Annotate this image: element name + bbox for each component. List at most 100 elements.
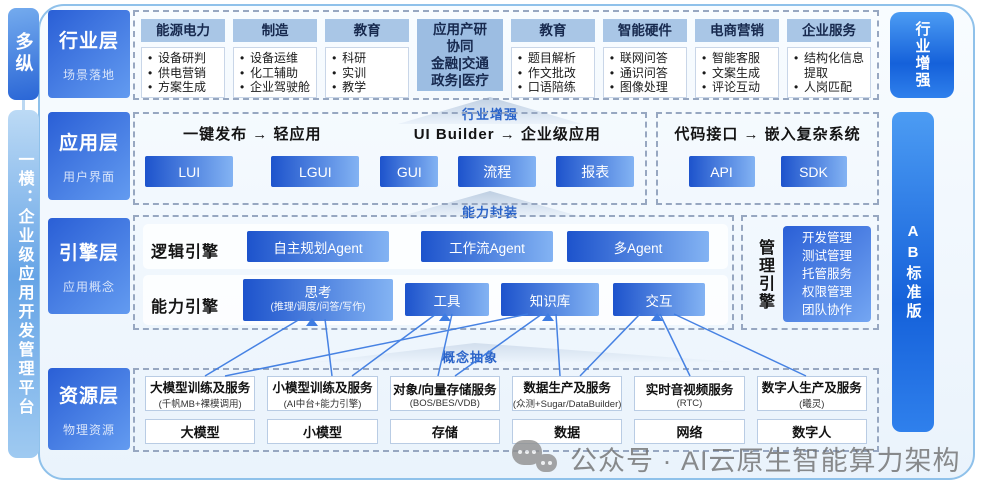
- mgmt-item: 托管服务: [801, 267, 852, 281]
- layer-label-application: 应用层 用户界面: [48, 112, 130, 200]
- industry-column-ecommerce: 电商营销 智能客服 文案生成 评论互动: [694, 19, 779, 98]
- resource-service-box: 小模型训练及服务 (AI中台+能力引擎): [267, 376, 378, 412]
- industry-boost-bar: 行业增强: [890, 12, 954, 98]
- resource-service-box: 数据生产及服务 (众测+Sugar/DataBuilder): [511, 376, 623, 412]
- industry-column-education-2: 教育 题目解析 作文批改 口语陪练: [510, 19, 595, 98]
- workflow-agent-block: 工作流Agent: [421, 231, 553, 262]
- layer-label-engine: 引擎层 应用概念: [48, 218, 130, 314]
- resource-base-box: 存储: [389, 419, 500, 444]
- column-header: 企业服务: [787, 19, 872, 42]
- management-engine-label: 管理引擎: [756, 239, 773, 311]
- rail-connector: [22, 100, 25, 112]
- list-item: 科研: [332, 51, 406, 66]
- api-button: API: [688, 156, 755, 187]
- thinking-sub: (推理/调度/问答/写作): [270, 302, 366, 313]
- resource-column-data: 数据生产及服务 (众测+Sugar/DataBuilder) 数据: [511, 376, 623, 444]
- resource-service-box: 大模型训练及服务 (千帆MB+裸模调用): [145, 376, 256, 412]
- resource-column-network: 实时音视频服务 (RTC) 网络: [634, 376, 745, 444]
- list-item: 作文批改: [518, 66, 592, 81]
- watermark-text: 公众号 · AI云原生智能算力架构: [570, 445, 961, 476]
- resource-title: 对象/向量存储服务: [393, 382, 497, 397]
- section-title: UI Builder → 企业级应用: [413, 126, 601, 143]
- column-header: 教育: [325, 19, 410, 42]
- layer-subtitle: 场景落地: [62, 67, 115, 82]
- left-rail-platform-title: 一横：企业级应用开发管理平台: [8, 110, 39, 458]
- button-row: API SDK: [688, 156, 847, 187]
- resource-subtitle: (曦灵): [799, 399, 825, 411]
- thinking-main: 思考: [304, 285, 332, 300]
- resource-title: 大模型训练及服务: [150, 381, 251, 396]
- management-engine-group: 管理引擎 开发管理 测试管理 托管服务 权限管理 团队协作: [741, 215, 879, 330]
- industry-column-enterprise-services: 企业服务 结构化信息提取 人岗匹配: [787, 19, 872, 98]
- layer-label-industry: 行业层 场景落地: [48, 10, 130, 98]
- list-item: 设备研判: [148, 51, 222, 66]
- layer-title: 引擎层: [58, 242, 119, 264]
- list-item: 化工辅助: [240, 66, 314, 81]
- resource-service-box: 数字人生产及服务 (曦灵): [756, 376, 867, 412]
- industry-column-highlight-app-rnd: 应用产研 协同 金融|交通 政务|医疗: [417, 19, 503, 91]
- resource-subtitle: (RTC): [676, 397, 703, 409]
- industry-column-smart-hardware: 智能硬件 联网问答 通识问答 图像处理: [602, 19, 687, 98]
- list-item: 企业驾驶舱: [240, 80, 314, 95]
- interaction-block: 交互: [613, 283, 705, 316]
- button-row: LUI LGUI: [145, 156, 360, 187]
- mgmt-item: 测试管理: [801, 249, 852, 263]
- list-item: 文案生成: [702, 66, 776, 81]
- resource-column-digital-human: 数字人生产及服务 (曦灵) 数字人: [756, 376, 867, 444]
- management-engine-block: 开发管理 测试管理 托管服务 权限管理 团队协作: [783, 226, 871, 322]
- app-section-one-click-publish: 一键发布 → 轻应用 LUI LGUI: [135, 114, 370, 203]
- mgmt-item: 权限管理: [801, 285, 852, 299]
- resource-title: 实时音视频服务: [645, 382, 734, 397]
- industry-column-manufacturing: 制造 设备运维 化工辅助 企业驾驶舱: [233, 19, 318, 98]
- capability-engine-label: 能力引擎: [151, 299, 220, 316]
- resource-base-box: 大模型: [145, 419, 256, 444]
- app-section-ui-builder: UI Builder → 企业级应用 GUI 流程 报表: [370, 114, 645, 203]
- tools-block: 工具: [405, 283, 489, 316]
- list-item: 智能客服: [702, 51, 776, 66]
- list-item: 评论互动: [702, 80, 776, 95]
- column-items-box: 智能客服 文案生成 评论互动: [694, 47, 779, 98]
- list-item: 方案生成: [148, 80, 222, 95]
- layer-title: 资源层: [58, 385, 119, 407]
- wechat-icon: [512, 438, 560, 478]
- layer-subtitle: 用户界面: [62, 169, 115, 184]
- gui-button: GUI: [380, 156, 439, 187]
- column-items-box: 结构化信息提取 人岗匹配: [787, 47, 872, 98]
- lgui-button: LGUI: [271, 156, 360, 187]
- list-item: 设备运维: [240, 51, 314, 66]
- resource-title: 数字人生产及服务: [761, 381, 862, 396]
- layer-title: 行业层: [58, 30, 119, 52]
- column-header: 电商营销: [694, 19, 779, 42]
- autonomous-planning-agent-block: 自主规划Agent: [247, 231, 389, 262]
- column-header: 能源电力: [141, 19, 226, 42]
- flow-button: 流程: [458, 156, 537, 187]
- resource-base-box: 数据: [511, 419, 623, 444]
- resource-subtitle: (千帆MB+裸模调用): [158, 399, 242, 411]
- flow-label-industry-boost: 行业增强: [461, 107, 518, 122]
- report-button: 报表: [556, 156, 635, 187]
- industry-layer-group: 能源电力 设备研判 供电营销 方案生成 制造 设备运维 化工辅助 企业驾驶舱 教…: [133, 10, 879, 100]
- column-header: 智能硬件: [602, 19, 687, 42]
- layer-title: 应用层: [58, 132, 119, 154]
- resource-subtitle: (AI中台+能力引擎): [283, 399, 362, 411]
- multi-agent-block: 多Agent: [567, 231, 709, 262]
- list-item: 联网问答: [610, 51, 684, 66]
- column-header: 教育: [510, 19, 595, 42]
- resource-column-small-model: 小模型训练及服务 (AI中台+能力引擎) 小模型: [267, 376, 378, 444]
- column-items-box: 设备研判 供电营销 方案生成: [141, 47, 226, 98]
- layer-label-resource: 资源层 物理资源: [48, 368, 130, 450]
- section-title: 代码接口 → 嵌入复杂系统: [674, 126, 861, 143]
- list-item: 题目解析: [518, 51, 592, 66]
- column-items-box: 设备运维 化工辅助 企业驾驶舱: [233, 47, 318, 98]
- list-item: 通识问答: [610, 66, 684, 81]
- sdk-button: SDK: [780, 156, 847, 187]
- column-header: 制造: [233, 19, 318, 42]
- industry-column-energy: 能源电力 设备研判 供电营销 方案生成: [141, 19, 226, 98]
- application-layer-group-right: 代码接口 → 嵌入复杂系统 API SDK: [656, 112, 879, 205]
- lui-button: LUI: [145, 156, 234, 187]
- flow-label-concept-abstraction: 概念抽象: [441, 350, 498, 365]
- resource-title: 数据生产及服务: [523, 381, 611, 396]
- list-item: 实训: [332, 66, 406, 81]
- column-items-box: 联网问答 通识问答 图像处理: [602, 47, 687, 98]
